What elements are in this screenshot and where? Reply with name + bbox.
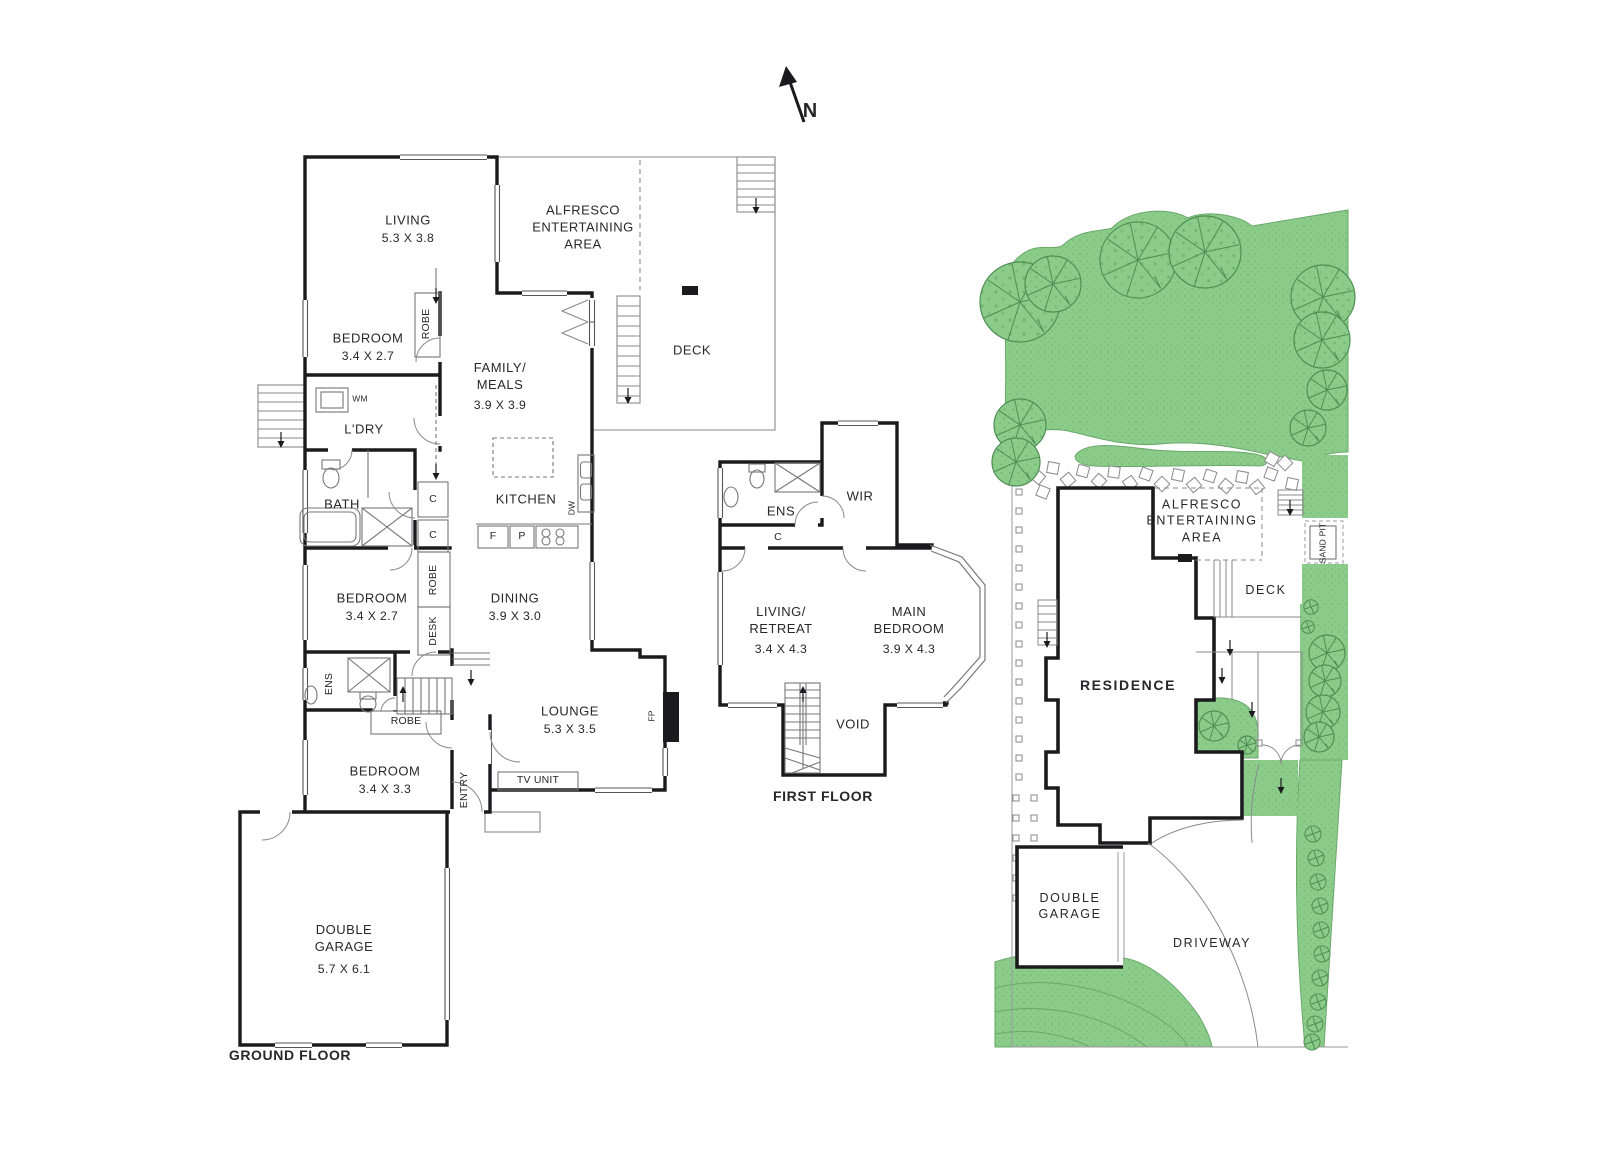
first-floor-linework xyxy=(715,418,986,777)
ff-ensuite-label: ENS xyxy=(766,503,796,519)
gf-desk-label: DESK xyxy=(427,616,440,646)
gf-wm-label: WM xyxy=(352,393,368,404)
north-label: N xyxy=(802,100,818,122)
gf-robe3-label: ROBE xyxy=(427,564,440,596)
gf-bedroom3-label: BEDROOM xyxy=(336,590,408,606)
ff-main-bedroom-dims: 3.9 X 4.3 xyxy=(882,642,936,657)
sand-pit xyxy=(1300,518,1348,564)
ff-bay-window xyxy=(929,544,986,704)
gf-dining-dims: 3.9 X 3.0 xyxy=(488,609,542,624)
site-driveway-label: DRIVEWAY xyxy=(1172,935,1252,950)
gf-garage-label: DOUBLE GARAGE xyxy=(314,922,374,954)
gf-living-dims: 5.3 X 3.8 xyxy=(381,231,435,246)
gf-bedroom4-label: BEDROOM xyxy=(349,763,421,779)
site-boundary xyxy=(1011,455,1348,1048)
gf-living-label: LIVING xyxy=(385,212,431,228)
gf-bedroom2-dims: 3.4 X 2.7 xyxy=(341,349,395,364)
gf-kitchen-label: KITCHEN xyxy=(495,491,557,507)
first-floor-title: FIRST FLOOR xyxy=(773,787,873,804)
ground-floor-linework xyxy=(238,152,776,1050)
gf-robe4-label: ROBE xyxy=(390,715,422,728)
gf-fireplace xyxy=(663,692,679,742)
gf-family-label: FAMILY/ MEALS xyxy=(473,360,527,392)
ff-windows xyxy=(715,418,943,710)
gf-deck-label: DECK xyxy=(672,342,712,358)
ff-cupboard-label: C xyxy=(774,531,782,544)
gf-bath-label: BATH xyxy=(324,496,360,512)
site-residence-label: RESIDENCE xyxy=(1079,676,1177,693)
gf-fixtures xyxy=(299,268,595,791)
gf-entry-label: ENTRY xyxy=(458,771,471,809)
gf-robe2-label: ROBE xyxy=(420,308,433,340)
gf-deck-marker xyxy=(682,286,698,295)
gf-bedroom4-dims: 3.4 X 3.3 xyxy=(358,782,412,797)
gf-windows xyxy=(275,152,670,1050)
north-arrow xyxy=(779,66,806,123)
ff-doors xyxy=(721,495,867,572)
site-residence-outline xyxy=(1044,486,1244,845)
site-garage xyxy=(1015,845,1125,969)
fence-posts xyxy=(1012,488,1038,902)
ff-openings xyxy=(745,496,866,551)
gf-lounge-label: LOUNGE xyxy=(541,703,599,719)
ff-main-bedroom-label: MAIN BEDROOM xyxy=(873,604,945,636)
gf-ensuite-label: ENS xyxy=(323,672,336,696)
gf-cupboard1-label: C xyxy=(429,493,437,506)
ff-walls xyxy=(718,421,949,777)
gf-ldry-label: L'DRY xyxy=(344,421,384,437)
gf-bedroom3-dims: 3.4 X 2.7 xyxy=(345,609,399,624)
gf-family-dims: 3.9 X 3.9 xyxy=(473,398,527,413)
gf-garage-dims: 5.7 X 6.1 xyxy=(317,962,371,977)
site-bbq-marker xyxy=(1178,554,1192,562)
gf-fireplace-label: FP xyxy=(646,710,657,722)
ground-floor-title: GROUND FLOOR xyxy=(228,1046,352,1063)
gf-cupboard2-label: C xyxy=(429,529,437,542)
gf-bedroom2-label: BEDROOM xyxy=(332,330,404,346)
gf-lounge-dims: 5.3 X 3.5 xyxy=(543,722,597,737)
gf-doors xyxy=(261,337,521,841)
site-garage-label: DOUBLE GARAGE xyxy=(1038,890,1102,921)
gf-fridge-label: F xyxy=(489,530,497,543)
ff-living-retreat-label: LIVING/ RETREAT xyxy=(749,604,813,636)
gf-dining-label: DINING xyxy=(490,590,540,606)
gf-alfresco-label: ALFRESCO ENTERTAINING AREA xyxy=(532,202,634,252)
gf-dishwasher-label: DW xyxy=(566,500,577,516)
gf-tv-unit-label: TV UNIT xyxy=(516,774,560,787)
site-plan-linework xyxy=(978,209,1356,1051)
ff-void-label: VOID xyxy=(836,716,870,732)
ff-wir-label: WIR xyxy=(846,488,874,504)
ff-living-retreat-dims: 3.4 X 4.3 xyxy=(754,642,808,657)
gf-pantry-label: P xyxy=(518,530,526,543)
site-alfresco-label: ALFRESCO ENTERTAINING AREA xyxy=(1146,497,1258,545)
site-detail-lines xyxy=(1037,487,1304,1048)
site-deck-label: DECK xyxy=(1245,582,1287,597)
site-sand-pit-label: SAND PIT xyxy=(1317,522,1328,564)
